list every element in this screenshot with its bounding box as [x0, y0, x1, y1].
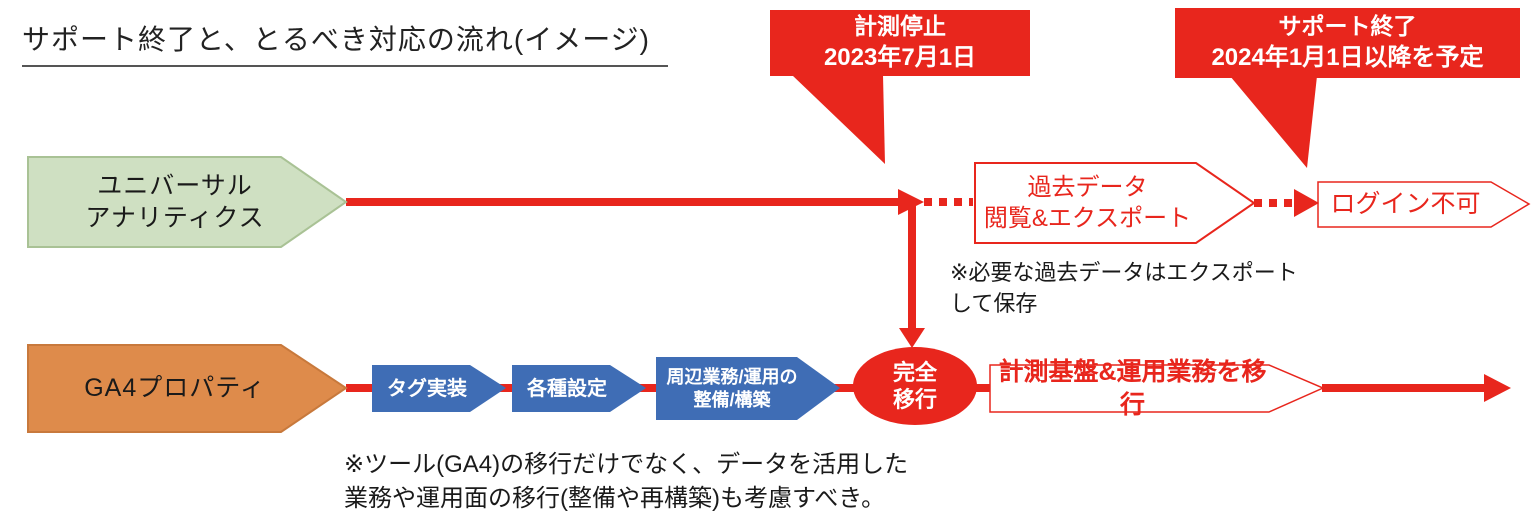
migration-note: ※ツール(GA4)の移行だけでなく、データを活用した 業務や運用面の移行(整備や… [344, 448, 908, 515]
support-end-callout: サポート終了 2024年1月1日以降を予定 [1175, 8, 1520, 78]
ga4-property-label: GA4プロパティ [28, 345, 322, 432]
page-title: サポート終了と、とるべき対応の流れ(イメージ) [22, 18, 668, 67]
migration-note-line1: ※ツール(GA4)の移行だけでなく、データを活用した [344, 451, 909, 478]
full-migration-line2: 移行 [892, 387, 937, 412]
login-disabled-pentagon [1317, 181, 1531, 228]
migration-note-line2: 業務や運用面の移行(整備や再構築)も考慮すべき。 [344, 484, 886, 512]
various-settings-text: 各種設定 [527, 377, 607, 400]
universal-analytics-chevron [27, 156, 348, 248]
measurement-stop-callout: 計測停止 2023年7月1日 [770, 10, 1030, 76]
measurement-stop-line2: 2023年7月1日 [823, 44, 977, 72]
past-data-line1: 過去データ [1027, 173, 1148, 201]
export-note-line1: ※必要な過去データはエクスポート [950, 260, 1298, 285]
migrate-operations-text: 計測基盤&運用業務を移行 [998, 358, 1267, 419]
migrate-operations-pentagon [989, 364, 1325, 413]
support-end-line2: 2024年1月1日以降を予定 [1211, 44, 1484, 72]
migrate-operations-label: 計測基盤&運用業務を移行 [990, 358, 1275, 419]
support-end-callout-box [1175, 8, 1520, 78]
past-data-line2: 閲覧&エクスポート [983, 205, 1192, 232]
support-end-line1: サポート終了 [1278, 13, 1417, 40]
export-note-line2: して保存 [950, 290, 1038, 316]
peripheral-work-line2: 整備/構築 [693, 389, 771, 410]
ua-junction-arrowhead-icon [898, 189, 924, 215]
various-settings-label: 各種設定 [512, 365, 622, 412]
measurement-stop-line1: 計測停止 [854, 13, 946, 40]
peripheral-work-line1: 周辺業務/運用の [666, 367, 798, 387]
tag-implementation-chevron [372, 365, 506, 412]
ua-label-line2: アナリティクス [85, 204, 265, 232]
universal-analytics-label: ユニバーサル アナリティクス [28, 157, 322, 247]
login-disabled-label: ログイン不可 [1318, 182, 1493, 227]
peripheral-work-chevron [656, 357, 840, 420]
full-migration-label: 完全 移行 [855, 349, 975, 423]
ga4-label-text: GA4プロパティ [84, 374, 266, 403]
ua-label-line1: ユニバーサル [97, 171, 253, 200]
tag-implementation-label: タグ実装 [372, 365, 482, 412]
tag-implementation-text: タグ実装 [387, 377, 467, 400]
ga4-property-chevron [27, 344, 348, 433]
dotted-arrowhead-icon [1294, 189, 1319, 217]
full-migration-line1: 完全 [892, 359, 937, 385]
various-settings-chevron [512, 365, 646, 412]
peripheral-work-label: 周辺業務/運用の 整備/構築 [656, 357, 808, 420]
past-data-label: 過去データ 閲覧&エクスポート [975, 163, 1200, 243]
down-arrowhead-icon [899, 328, 925, 348]
measurement-stop-callout-box [770, 10, 1030, 76]
past-data-pentagon [974, 162, 1256, 244]
full-migration-ellipse [853, 347, 977, 425]
right-arrowhead-icon [1484, 374, 1511, 402]
measurement-stop-callout-tail [792, 75, 885, 164]
support-end-callout-tail [1230, 76, 1317, 168]
login-disabled-text: ログイン不可 [1330, 190, 1481, 219]
export-note: ※必要な過去データはエクスポート して保存 [950, 258, 1298, 320]
